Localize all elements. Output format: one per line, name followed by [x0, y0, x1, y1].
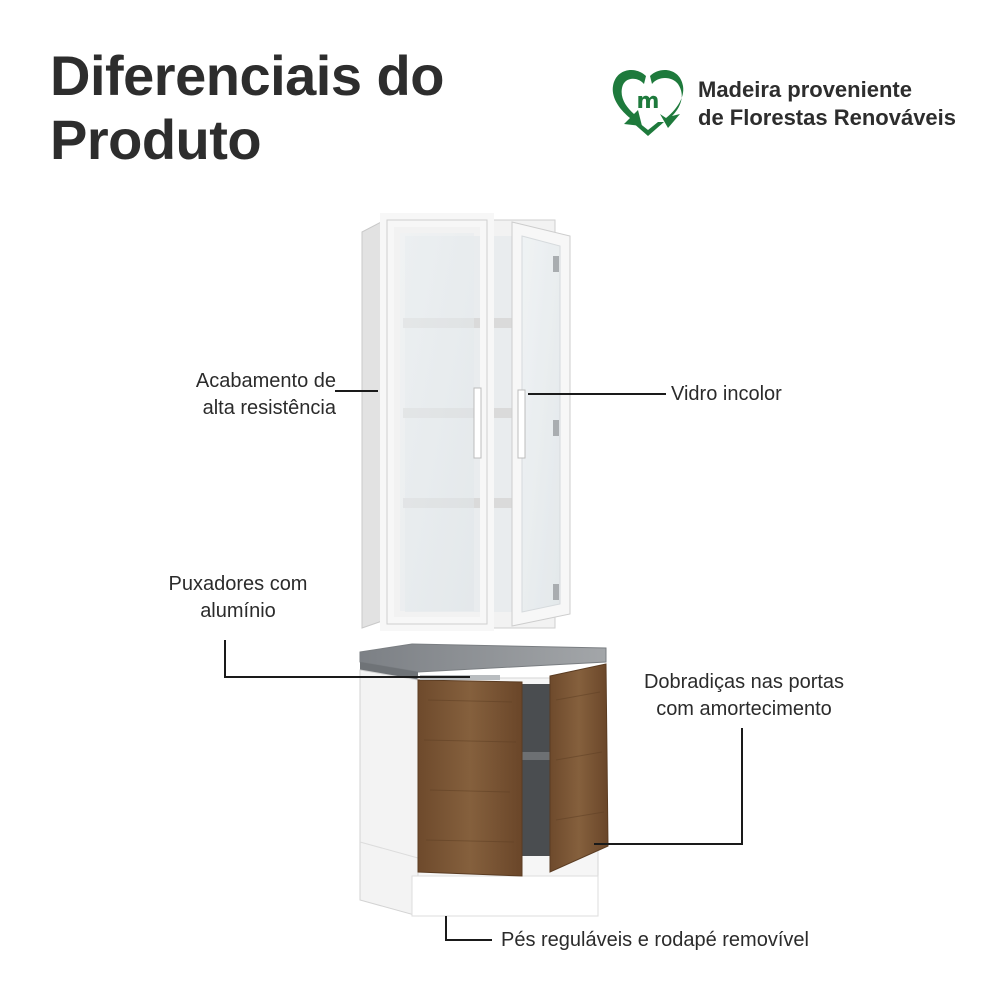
callout-glass: Vidro incolor [671, 381, 782, 408]
eco-logo-letter: m [637, 89, 660, 114]
eco-badge-line-2: de Florestas Renováveis [698, 105, 957, 130]
callout-finish-line-1: Acabamento de [195, 370, 336, 392]
callout-handles: Puxadores com alumínio [120, 571, 356, 625]
lower-cabinet [359, 643, 609, 917]
upper-glass-cabinet [361, 213, 571, 631]
eco-badge-text: Madeira proveniente de Florestas Renováv… [698, 76, 956, 132]
callout-hinges-line-1: Dobradiças nas portas [643, 671, 845, 693]
callout-handles-line-2: alumínio [200, 600, 276, 622]
callout-hinges-line-2: com amortecimento [656, 698, 832, 720]
page-title: Diferenciais do Produto [50, 44, 444, 172]
leader-line-feet [445, 916, 492, 941]
leader-line-handles [224, 640, 470, 678]
leader-line-hinges [594, 728, 743, 845]
page-title-line-1: Diferenciais do [50, 44, 444, 107]
callout-feet: Pés reguláveis e rodapé removível [501, 927, 809, 954]
callout-feet-line-1: Pés reguláveis e rodapé removível [501, 929, 809, 951]
callout-finish-line-2: alta resistência [202, 397, 336, 419]
page-title-line-2: Produto [50, 108, 262, 171]
callout-handles-line-1: Puxadores com [168, 573, 308, 595]
callout-hinges: Dobradiças nas portas com amortecimento [614, 669, 874, 723]
eco-badge-line-1: Madeira proveniente [698, 77, 912, 102]
callout-finish: Acabamento de alta resistência [150, 368, 336, 422]
callout-glass-line-1: Vidro incolor [671, 383, 782, 405]
recycle-heart-icon: m [612, 70, 684, 136]
